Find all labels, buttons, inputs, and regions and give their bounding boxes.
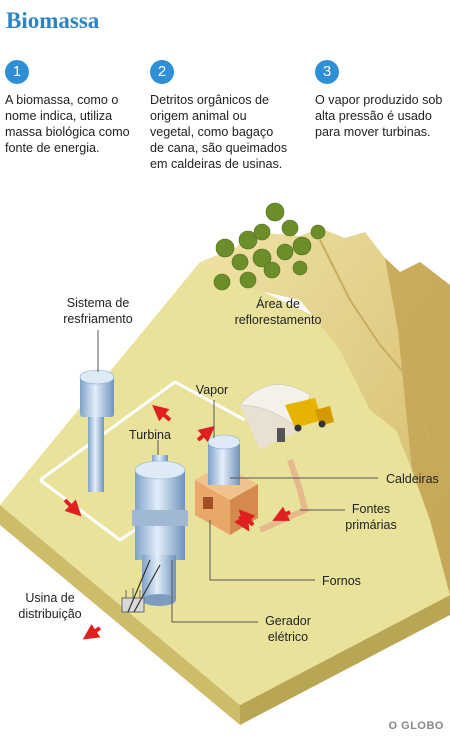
leader-line-furnaces <box>209 520 315 581</box>
furnace-opening <box>203 497 213 509</box>
step-number-badge: 2 <box>150 60 174 84</box>
cooling-tower-top <box>79 369 115 385</box>
power-line <box>133 564 161 613</box>
step-1: 1 A biomassa, como o nome indica, utiliz… <box>5 60 145 156</box>
label-turbine: Turbina <box>129 428 171 442</box>
step-number-badge: 3 <box>315 60 339 84</box>
step-number-badge: 1 <box>5 60 29 84</box>
label-reforestation-line2: reflorestamento <box>235 313 322 327</box>
flow-arrow <box>63 498 82 517</box>
label-reforestation-line1: Área de <box>256 296 300 311</box>
distribution-substation-icon <box>121 588 145 613</box>
flow-arrow <box>272 506 291 521</box>
label-distribution-line1: Usina de <box>25 591 74 605</box>
storage-door <box>277 428 285 442</box>
label-furnaces: Fornos <box>322 574 361 588</box>
reforestation-trees <box>213 202 326 291</box>
leader-lines <box>97 330 378 623</box>
step-text: O vapor produzido sob alta pressão é usa… <box>315 93 443 139</box>
truck-icon <box>285 398 334 432</box>
mountain-ridge <box>200 228 450 595</box>
label-primary-sources-line1: Fontes <box>352 502 390 516</box>
label-boilers: Caldeiras <box>386 472 439 486</box>
flow-arrows <box>63 404 291 640</box>
flow-arrow <box>152 404 172 422</box>
step-2: 2 Detritos orgânicos de origem animal ou… <box>150 60 290 172</box>
mountain-shadow <box>385 258 450 595</box>
flow-arrow <box>234 513 250 532</box>
label-generator-line1: Gerador <box>265 614 311 628</box>
boiler-top <box>207 434 241 450</box>
label-steam: Vapor <box>196 383 228 397</box>
label-cooling-system-line2: resfriamento <box>63 312 133 326</box>
credit-o-globo: O GLOBO <box>388 720 444 732</box>
generator-body <box>142 555 176 600</box>
flow-arrow <box>196 425 215 443</box>
mountain-fold <box>319 239 431 441</box>
cooling-tower-stem <box>88 400 104 492</box>
ground-slab-side-left <box>0 505 240 725</box>
cooling-tower-tank <box>80 375 114 417</box>
generator-base <box>142 594 176 606</box>
flow-arrow <box>82 624 102 640</box>
step-text: A biomassa, como o nome indica, utiliza … <box>5 93 130 155</box>
label-distribution-line2: distribuição <box>18 607 81 621</box>
power-line <box>127 559 151 613</box>
step-text: Detritos orgânicos de origem animal ou v… <box>150 93 288 171</box>
turbine-top <box>134 460 186 480</box>
leader-line-generator <box>171 560 258 623</box>
ground-slab-side-right <box>240 595 450 725</box>
label-primary-sources-line2: primárias <box>345 518 396 532</box>
label-cooling-system-line1: Sistema de <box>67 296 130 310</box>
turbine-ring <box>132 510 188 526</box>
step-3: 3 O vapor produzido sob alta pressão é u… <box>315 60 445 140</box>
label-generator-line2: elétrico <box>268 630 308 644</box>
page-title: Biomassa <box>6 8 100 33</box>
